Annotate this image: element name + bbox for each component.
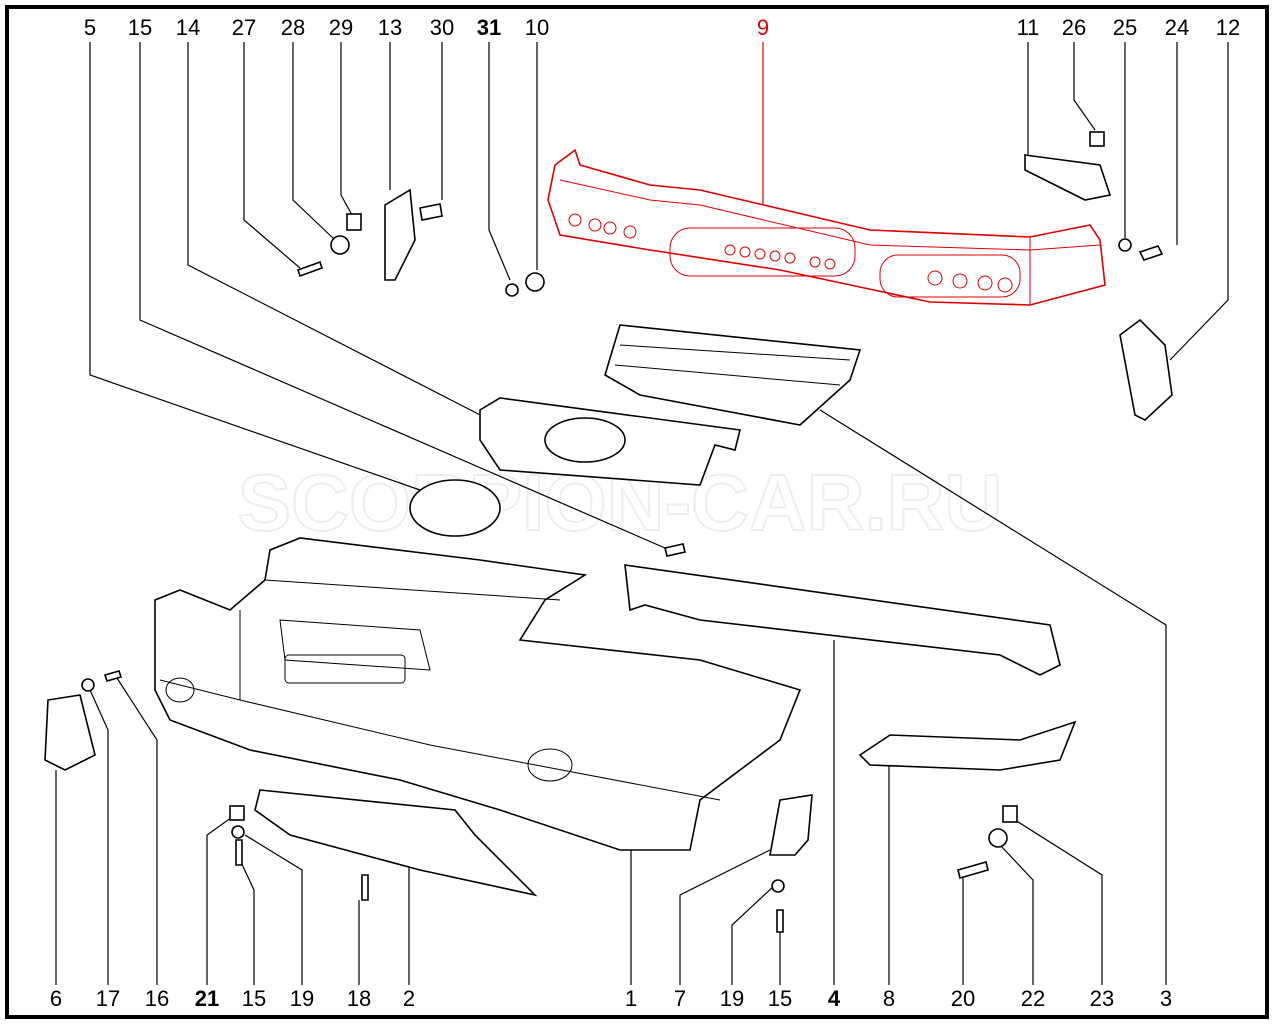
part-16-screw[interactable] [103, 670, 123, 682]
callout-21[interactable]: 21 [195, 986, 219, 1011]
callout-26[interactable]: 26 [1062, 15, 1086, 40]
callout-30[interactable]: 30 [430, 15, 454, 40]
callout-17[interactable]: 17 [96, 986, 120, 1011]
callout-23[interactable]: 23 [1090, 986, 1114, 1011]
part-9-bumper-reinforcement[interactable] [547, 148, 1106, 306]
bottom-labels: 6 17 16 21 15 19 18 2 1 7 19 15 4 8 20 2… [50, 986, 1172, 1011]
callout-15c[interactable]: 15 [768, 986, 792, 1011]
callout-13[interactable]: 13 [378, 15, 402, 40]
part-12-bracket[interactable] [1119, 318, 1173, 421]
callout-15b[interactable]: 15 [242, 986, 266, 1011]
part-4-lower-grille[interactable] [624, 564, 1061, 676]
callout-28[interactable]: 28 [281, 15, 305, 40]
callout-11[interactable]: 11 [1017, 15, 1040, 40]
part-31-nut[interactable] [505, 283, 519, 297]
part-8-moulding[interactable] [858, 720, 1077, 771]
grille-mesh [614, 344, 851, 386]
callout-6[interactable]: 6 [50, 986, 62, 1011]
callout-14[interactable]: 14 [176, 15, 200, 40]
emblem-holder [544, 417, 626, 463]
part-23-clip[interactable] [1002, 805, 1018, 823]
callout-27[interactable]: 27 [232, 15, 256, 40]
callout-29[interactable]: 29 [329, 15, 353, 40]
callout-4[interactable]: 4 [828, 986, 841, 1011]
callout-9-highlighted[interactable]: 9 [757, 15, 769, 40]
callout-24[interactable]: 24 [1165, 15, 1189, 40]
part-15-screw[interactable] [664, 543, 686, 557]
callout-19[interactable]: 19 [290, 986, 314, 1011]
part-1-front-bumper[interactable] [154, 537, 802, 851]
callout-12[interactable]: 12 [1216, 15, 1240, 40]
part-22-washer[interactable] [988, 828, 1008, 848]
top-labels: 5 15 14 27 28 29 13 30 31 10 9 11 26 25 … [84, 15, 1240, 40]
callout-1[interactable]: 1 [625, 986, 637, 1011]
part-11-bracket[interactable] [1024, 154, 1112, 201]
callout-2[interactable]: 2 [403, 986, 415, 1011]
part-30-bolt[interactable] [419, 203, 443, 221]
part-29-clip[interactable] [346, 213, 362, 231]
part-6-fog-lamp[interactable] [44, 694, 96, 771]
part-10-washer[interactable] [525, 272, 545, 292]
callout-22[interactable]: 22 [1021, 986, 1045, 1011]
callout-5[interactable]: 5 [84, 15, 96, 40]
part-17-washer[interactable] [81, 678, 95, 692]
callout-10[interactable]: 10 [525, 15, 549, 40]
callout-8[interactable]: 8 [883, 986, 895, 1011]
callout-31[interactable]: 31 [477, 15, 501, 40]
callout-19b[interactable]: 19 [720, 986, 744, 1011]
part-19-washer-right[interactable] [771, 879, 785, 893]
part-27-bolt[interactable] [296, 260, 324, 278]
part-13-bracket[interactable] [384, 188, 416, 281]
part-25-washer[interactable] [1118, 238, 1132, 252]
fasteners-top [296, 131, 1173, 421]
frame-border [5, 5, 1269, 1019]
part-21-clip[interactable] [229, 805, 245, 821]
part-26-clip[interactable] [1089, 131, 1105, 147]
part-15-screw-bottom[interactable] [235, 839, 243, 866]
part-19-washer[interactable] [231, 825, 245, 839]
part-7-bracket[interactable] [769, 794, 813, 856]
part-5-emblem[interactable] [409, 479, 501, 537]
part-20-bolt[interactable] [957, 861, 989, 879]
part-15-screw-right[interactable] [776, 909, 784, 933]
callout-3[interactable]: 3 [1160, 986, 1172, 1011]
callout-15[interactable]: 15 [128, 15, 152, 40]
callout-16[interactable]: 16 [145, 986, 169, 1011]
callout-20[interactable]: 20 [951, 986, 975, 1011]
callout-25[interactable]: 25 [1113, 15, 1137, 40]
part-24-bolt[interactable] [1138, 245, 1164, 261]
part-2-skid-plate[interactable] [254, 789, 538, 897]
part-18-screw[interactable] [361, 874, 369, 901]
callout-18[interactable]: 18 [347, 986, 371, 1011]
callout-7[interactable]: 7 [674, 986, 686, 1011]
part-28-washer[interactable] [330, 235, 350, 255]
